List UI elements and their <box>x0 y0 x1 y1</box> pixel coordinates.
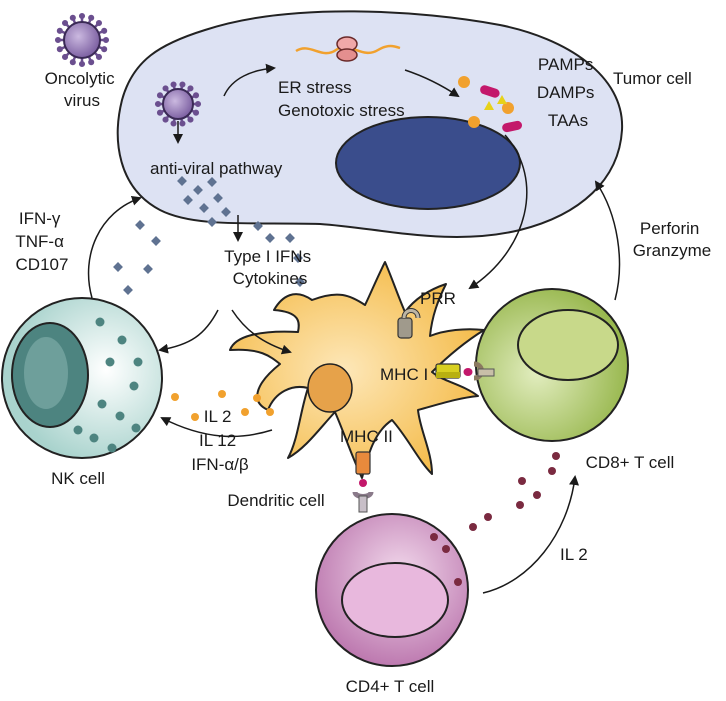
il2-particles <box>430 452 560 586</box>
dc-nucleus <box>307 363 353 413</box>
tumor-cell-label: Tumor cell <box>613 69 692 88</box>
oncolytic-virus-icon <box>54 12 110 68</box>
mhc-i-label: MHC I <box>380 365 428 384</box>
mrna-strand-icon <box>295 44 401 55</box>
cd8-t-cell-label: CD8+ T cell <box>586 453 675 472</box>
dc-cytokines-label: IL 2 IL 12 IFN-α/β <box>191 407 249 474</box>
mhc-i-complex-icon <box>435 361 495 381</box>
il2-label: IL 2 <box>560 545 588 564</box>
type-i-ifn-particles <box>113 176 305 295</box>
perforin-granzyme-label: Perforin Granzyme <box>633 219 711 260</box>
nk-effectors-label: IFN-γ TNF-α CD107 <box>15 209 68 274</box>
nk-cell-label: NK cell <box>51 469 105 488</box>
oncolytic-virus-label: Oncolytic virus <box>45 69 120 110</box>
arrow-ifns-to-dc <box>231 309 292 355</box>
dendritic-cell <box>229 261 485 479</box>
arrow-cd8-to-tumor <box>594 180 621 301</box>
tumor-nucleus <box>335 116 521 210</box>
arrow-cd4-to-cd8 <box>482 475 579 594</box>
dc-cytokine-particles <box>171 390 274 421</box>
cd8-t-cell <box>475 288 629 442</box>
ifns-cytokines-label: Type I IFNs Cytokines <box>224 247 316 288</box>
arrow-dc-to-nk <box>160 417 273 438</box>
prr-label: PRR <box>420 289 456 308</box>
arrow-pamps-to-prr <box>468 134 528 290</box>
cd4-t-cell-label: CD4+ T cell <box>346 677 435 696</box>
arrow-stress-to-pamps <box>404 69 460 98</box>
mhc-ii-complex-icon <box>352 451 374 513</box>
arrow-ifns-to-nk <box>158 309 219 354</box>
tumor-cell-membrane <box>116 10 624 238</box>
arrow-virus-to-stress <box>223 63 276 97</box>
arrow-nk-to-tumor <box>87 195 142 299</box>
anti-viral-pathway-label: anti-viral pathway <box>150 159 283 178</box>
ribosome-icon <box>336 36 358 62</box>
pamps-damps-taas-icon <box>458 76 522 133</box>
cd8-nucleus <box>517 309 619 381</box>
cd4-t-cell <box>315 513 469 667</box>
mhc-ii-label: MHC II <box>340 427 393 446</box>
nk-cell <box>1 297 163 459</box>
prr-receptor-icon <box>397 308 421 339</box>
dendritic-cell-label: Dendritic cell <box>227 491 324 510</box>
cd4-nucleus <box>341 562 449 638</box>
molecules-label: PAMPs DAMPs TAAs <box>537 55 599 130</box>
internal-virus-icon <box>154 81 202 127</box>
stress-label: ER stress Genotoxic stress <box>278 78 405 120</box>
